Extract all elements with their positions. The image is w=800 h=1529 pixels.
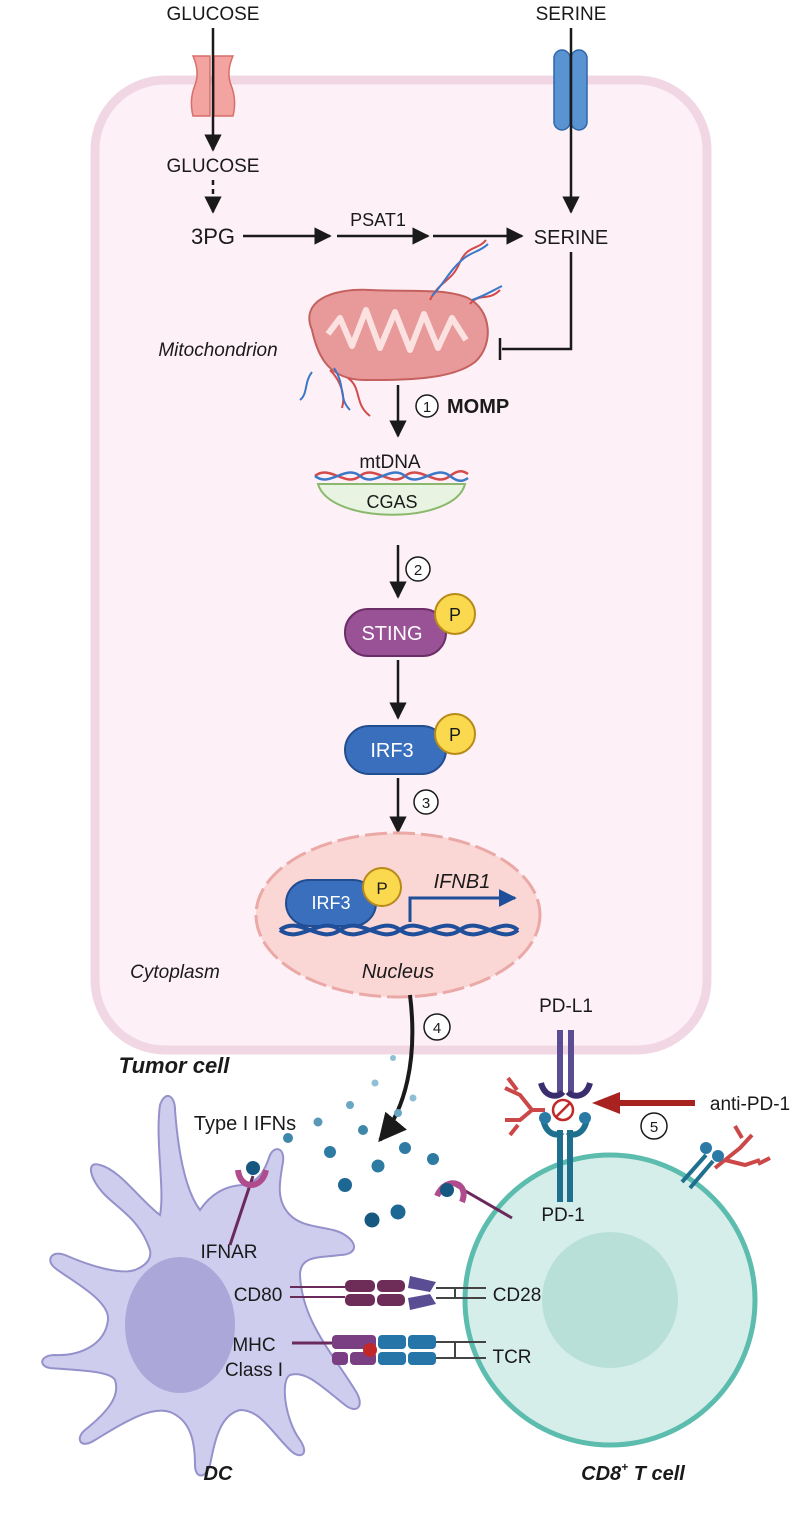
mhc-label-line1: MHC xyxy=(232,1335,275,1356)
mtdna-strand-icon xyxy=(299,239,503,417)
mitochondrion xyxy=(299,239,503,417)
momp-label: MOMP xyxy=(447,396,509,418)
glucose-transporter xyxy=(190,55,236,117)
irf3-nuclear-label: IRF3 xyxy=(311,893,350,913)
blocked-icon xyxy=(551,1098,575,1122)
step-2-number: 2 xyxy=(414,562,422,579)
irf3-phospho-label: P xyxy=(449,725,461,745)
step-4-badge xyxy=(423,1013,451,1041)
dc-label: DC xyxy=(204,1463,233,1485)
irf3-nuclear-phospho-label: P xyxy=(376,879,387,898)
t-cell-ifnar-receptor xyxy=(434,1180,513,1220)
anti-pd-1-label: anti-PD-1 xyxy=(710,1094,790,1115)
type-1-ifns-label: Type I IFNs xyxy=(194,1113,296,1135)
pd-l1-protein xyxy=(538,1030,593,1099)
t-cell-nucleus xyxy=(542,1232,678,1368)
t-cell-pd-1-receptor xyxy=(680,1142,724,1190)
3pg-label: 3PG xyxy=(191,224,235,249)
anti-pd-1-arrow xyxy=(592,1092,695,1114)
pd-l1-label: PD-L1 xyxy=(539,996,593,1017)
step-3-badge xyxy=(413,789,439,815)
mtdna-helix-icon xyxy=(314,470,469,482)
nucleus-label: Nucleus xyxy=(362,961,434,983)
type-1-ifn-particles xyxy=(283,1055,439,1228)
step-5-number: 5 xyxy=(650,1119,658,1136)
step-1-number: 1 xyxy=(423,399,431,416)
cd28-label: CD28 xyxy=(493,1285,542,1306)
irf3-phospho-icon xyxy=(434,713,476,755)
serine-outside-label: SERINE xyxy=(536,4,607,25)
step-3-number: 3 xyxy=(422,795,430,812)
cgas-protein xyxy=(316,483,467,516)
irf3-nuclear-phospho-icon xyxy=(362,867,402,907)
step-5-badge xyxy=(640,1112,668,1140)
free-anti-pd-1-antibody-icon xyxy=(713,1124,771,1170)
tumor-cell-label: Tumor cell xyxy=(119,1053,231,1078)
sting-label: STING xyxy=(361,623,422,645)
psat1-label: PSAT1 xyxy=(350,210,406,230)
sting-phospho-icon xyxy=(434,593,476,635)
glucose-inside-label: GLUCOSE xyxy=(167,156,260,177)
glucose-outside-label: GLUCOSE xyxy=(167,4,260,25)
metabolism-arrows xyxy=(204,28,580,360)
mhc-tcr-complex xyxy=(292,1335,486,1365)
nucleus xyxy=(254,831,542,999)
step-2-badge xyxy=(405,556,431,582)
pd-1-protein xyxy=(539,1112,591,1202)
ifnar-receptor xyxy=(228,1161,269,1246)
cytoplasm-label: Cytoplasm xyxy=(130,962,220,983)
dna-helix-icon xyxy=(278,923,520,937)
anti-pd-1-antibody-icon xyxy=(504,1076,545,1137)
tumor-cell xyxy=(90,75,712,1055)
mhc-label-line2: Class I xyxy=(225,1360,283,1381)
mitochondrion-label: Mitochondrion xyxy=(158,340,277,361)
ifnb1-label: IFNB1 xyxy=(434,871,491,893)
cgas-label: CGAS xyxy=(366,492,417,512)
dc-nucleus xyxy=(125,1257,235,1393)
irf3-label: IRF3 xyxy=(370,740,413,762)
t-cell-label: CD8+ T cell xyxy=(581,1460,685,1485)
pd-1-label: PD-1 xyxy=(541,1205,584,1226)
step-4-number: 4 xyxy=(433,1020,441,1037)
ifnar-label: IFNAR xyxy=(201,1242,258,1263)
mtdna-label: mtDNA xyxy=(359,452,421,473)
sting-phospho-label: P xyxy=(449,605,461,625)
serine-inside-label: SERINE xyxy=(534,227,608,249)
cd80-label: CD80 xyxy=(234,1285,283,1306)
ifn-secretion-arrow xyxy=(378,994,415,1143)
ifnb1-transcription-arrow xyxy=(408,889,517,922)
step-1-badge xyxy=(415,394,439,418)
tcr-label: TCR xyxy=(492,1347,531,1368)
cd80-cd28-complex xyxy=(290,1276,486,1310)
